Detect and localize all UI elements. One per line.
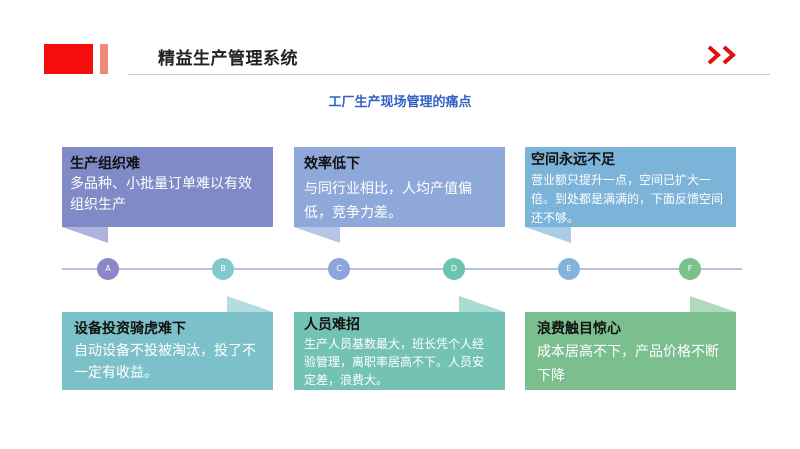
timeline-node-a: A [97,258,119,280]
card-low-efficiency: 效率低下 与同行业相比，人均产值偏低，竞争力差。 [294,147,505,227]
card-tail [62,227,108,243]
timeline-node-e: E [558,258,580,280]
page-title: 精益生产管理系统 [158,49,298,69]
card-production-organization: 生产组织难 多品种、小批量订单难以有效组织生产 [62,147,273,227]
timeline-node-b: B [212,258,234,280]
timeline-node-d: D [443,258,465,280]
card-body: 生产人员基数最大，班长凭个人经验管理，离职率居高不下。人员安定差，浪费大。 [304,337,485,387]
card-tail [459,296,505,312]
card-title: 空间永远不足 [531,152,615,168]
card-space-shortage: 空间永远不足 营业额只提升一点，空间已扩大一倍。到处都是满满的，下面反馈空间还不… [525,147,736,227]
card-tail [525,227,571,243]
section-subtitle: 工厂生产现场管理的痛点 [328,95,472,110]
double-chevron-right-icon [707,45,737,65]
timeline-node-c: C [328,258,350,280]
header-accent-salmon [100,44,108,74]
card-title: 生产组织难 [70,156,140,172]
card-body: 与同行业相比，人均产值偏低，竞争力差。 [304,181,472,221]
card-body: 多品种、小批量订单难以有效组织生产 [70,176,252,213]
card-title: 效率低下 [304,156,360,172]
card-body: 营业额只提升一点，空间已扩大一倍。到处都是满满的，下面反馈空间还不够。 [531,173,724,225]
header-divider [128,74,770,75]
card-waste: 浪费触目惊心 成本居高不下，产品价格不断下降 [525,312,736,390]
card-equipment-investment: 设备投资骑虎难下 自动设备不投被淘汰，投了不一定有收益。 [62,312,273,390]
card-tail [294,227,340,243]
card-tail [690,296,736,312]
timeline-line [62,268,742,270]
header-accent-red [44,44,93,74]
card-body: 成本居高不下，产品价格不断下降 [537,344,719,384]
card-hiring-difficulty: 人员难招 生产人员基数最大，班长凭个人经验管理，离职率居高不下。人员安定差，浪费… [294,312,505,390]
card-title: 浪费触目惊心 [537,321,621,337]
timeline-node-f: F [679,258,701,280]
card-tail [227,296,273,312]
card-title: 设备投资骑虎难下 [74,321,186,337]
card-title: 人员难招 [304,317,360,333]
card-body: 自动设备不投被淘汰，投了不一定有收益。 [74,343,256,381]
